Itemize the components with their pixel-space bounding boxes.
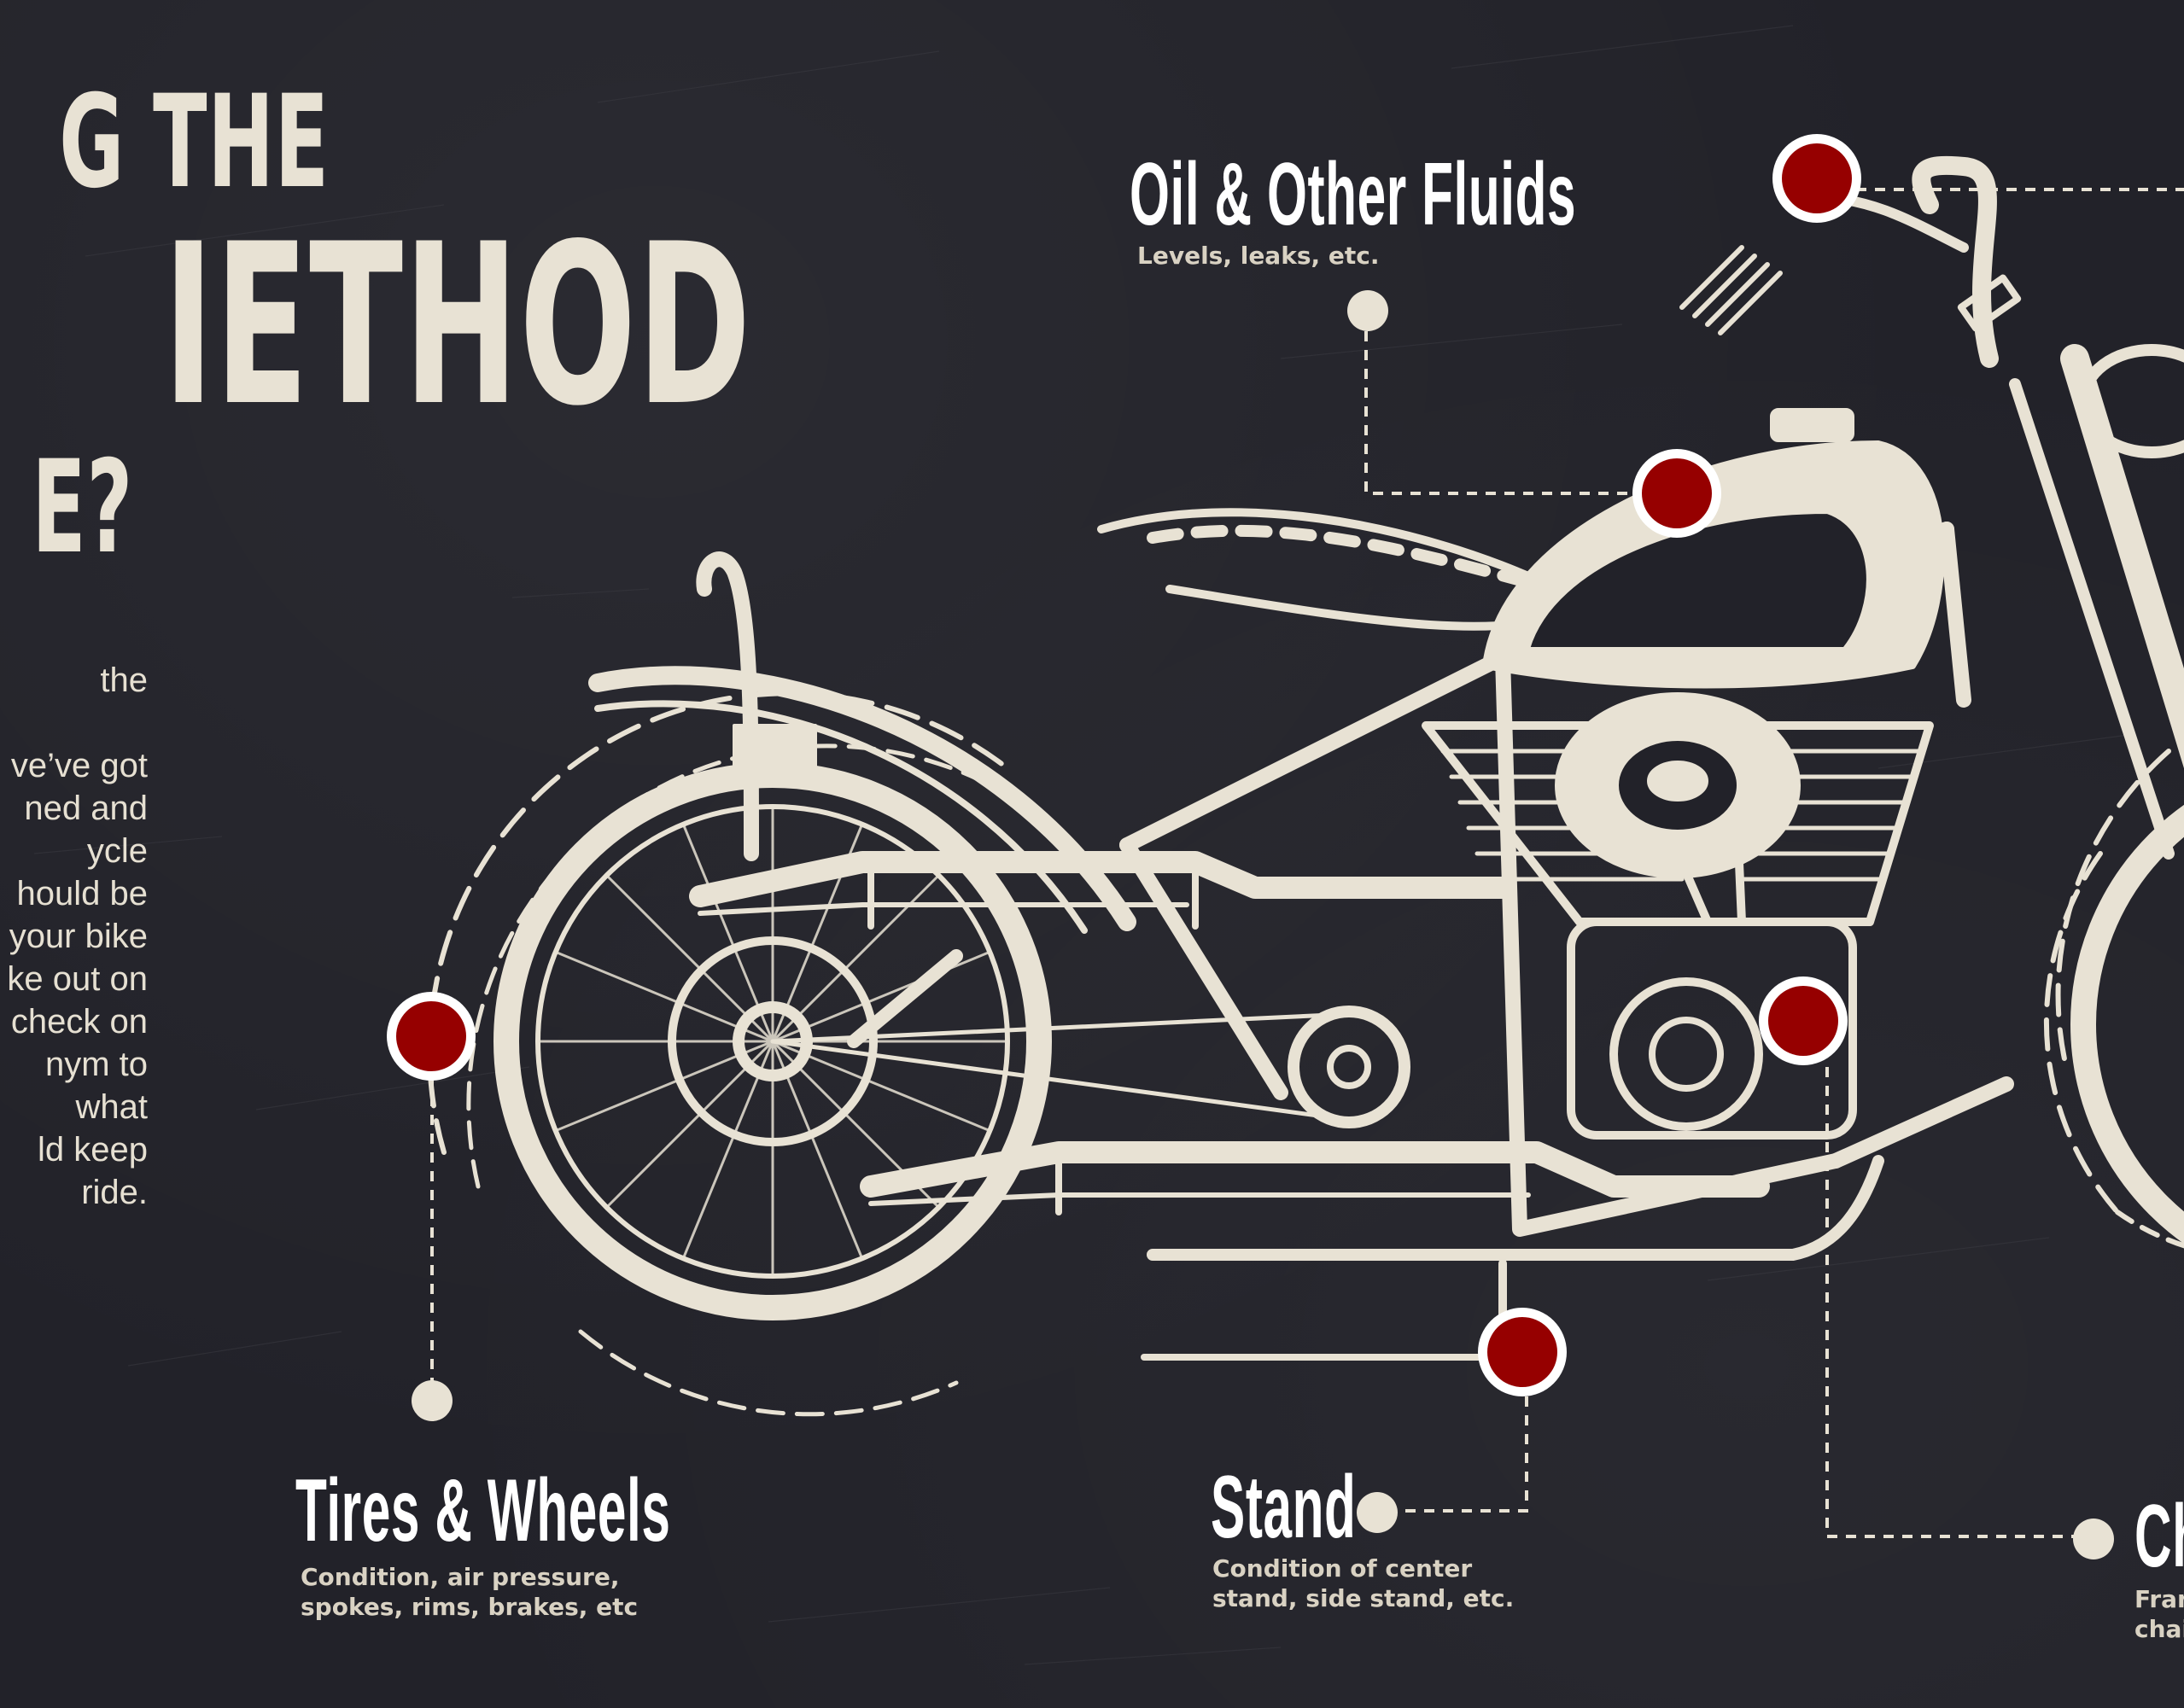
intro-line: ld keep xyxy=(38,1131,148,1169)
callout-oil-subtitle: Levels, leaks, etc. xyxy=(1137,242,1380,270)
callout-tires-subtitle-line: spokes, rims, brakes, etc xyxy=(301,1593,639,1621)
intro-line: what xyxy=(75,1088,149,1126)
marker-handlebar[interactable] xyxy=(1772,134,1861,223)
callout-stand-subtitle-line: Condition of center xyxy=(1212,1554,1473,1583)
callout-stand-subtitle-line: stand, side stand, etc. xyxy=(1212,1584,1515,1612)
intro-line: check on xyxy=(10,1003,148,1041)
marker-tires-wheels[interactable] xyxy=(387,992,476,1081)
callout-stand-subtitle: Condition of center stand, side stand, e… xyxy=(1212,1554,1514,1613)
intro-line: your bike xyxy=(9,918,148,955)
exhaust-pipes xyxy=(689,851,1884,1261)
callout-stand-title: Stand xyxy=(1211,1458,1357,1557)
intro-line: the xyxy=(100,662,148,699)
marker-stand[interactable] xyxy=(1478,1308,1567,1396)
intro-line: ycle xyxy=(86,832,148,870)
callout-tires-title: Tires & Wheels xyxy=(295,1461,671,1560)
connector-endpoints xyxy=(412,290,2114,1559)
intro-line: ke out on xyxy=(7,960,148,998)
marker-oil-fluids[interactable] xyxy=(1632,449,1721,538)
callout-oil-title: Oil & Other Fluids xyxy=(1130,145,1577,244)
callout-chassis-subtitle-line: chai xyxy=(2134,1615,2184,1643)
intro-line: ride. xyxy=(81,1174,148,1211)
callout-tires-subtitle: Condition, air pressure, spokes, rims, b… xyxy=(301,1562,638,1622)
callout-chassis-subtitle: Fran chai xyxy=(2134,1584,2184,1644)
front-end xyxy=(1679,155,2184,860)
front-wheel xyxy=(2043,749,2184,1249)
intro-line: ve’ve got xyxy=(10,747,148,784)
intro-line: hould be xyxy=(16,875,148,912)
intro-line: ned and xyxy=(24,790,148,827)
callout-connectors xyxy=(430,188,2184,1538)
fuel-tank xyxy=(1482,408,1945,689)
callout-tires-subtitle-line: Condition, air pressure, xyxy=(301,1563,620,1591)
engine xyxy=(770,692,1934,1140)
intro-line: nym to xyxy=(44,1046,148,1083)
tail-light xyxy=(733,724,817,787)
marker-chassis[interactable] xyxy=(1759,976,1848,1065)
intro-paragraph: the ve’ve got ned and ycle hould be your… xyxy=(7,659,148,1214)
rear-fender xyxy=(588,666,1136,931)
callout-chassis-title: Ch xyxy=(2134,1487,2184,1586)
callout-chassis-subtitle-line: Fran xyxy=(2134,1585,2184,1613)
